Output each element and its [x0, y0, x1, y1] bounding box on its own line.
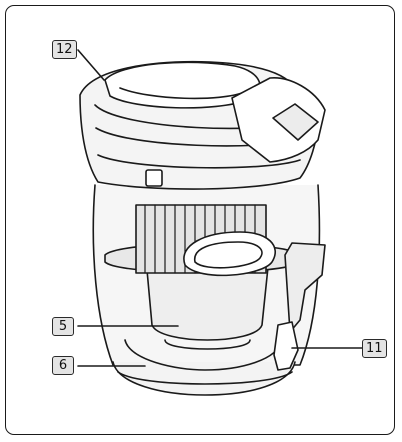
callout-label-11: 11: [362, 339, 387, 358]
callout-label-12: 12: [52, 40, 77, 59]
bin-base: [112, 361, 296, 396]
release-hook: [273, 321, 299, 371]
side-latch: [284, 242, 326, 333]
lid-catch: [145, 169, 163, 187]
leader-12: [77, 49, 105, 81]
callout-label-6: 6: [52, 356, 74, 375]
figure-frame: [5, 5, 395, 435]
lower-bowl: [124, 339, 283, 371]
callout-label-5: 5: [52, 317, 74, 336]
filter-ring-handle: [183, 231, 277, 277]
lid-release-button: [272, 103, 319, 141]
